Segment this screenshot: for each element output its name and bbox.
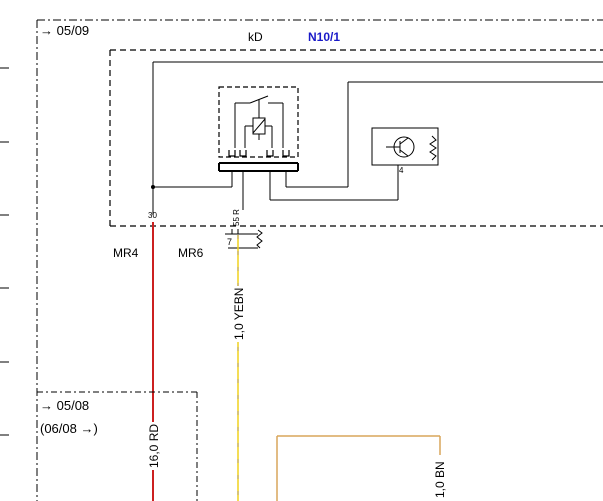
arrow-right-icon: → (80, 421, 94, 436)
module-label-id: N10/1 (308, 30, 341, 44)
lower-frame (37, 391, 198, 501)
transistor-box (371, 127, 439, 166)
outer-date-text: 05/09 (56, 23, 90, 38)
lower-date-range-close: ) (93, 421, 98, 436)
pin-7-label: 7 (227, 237, 233, 247)
lower-date-range: (06/08 →) (40, 421, 98, 436)
outer-frame (36, 19, 603, 501)
module-frame (109, 49, 603, 227)
lower-date-marker: → 05/08 (40, 398, 89, 413)
connector-mr4-label: MR4 (113, 246, 139, 260)
relay-internals (231, 95, 287, 200)
module-label-prefix: kD (248, 30, 263, 44)
lower-date-text: 05/08 (56, 398, 90, 413)
brown-wire-label: 1,0 BN (433, 459, 447, 500)
outer-date-marker: → 05/09 (40, 23, 89, 38)
brown-wire (276, 435, 441, 501)
lower-date-range-text: (06/08 (40, 421, 77, 436)
module-internal-wiring (152, 61, 603, 215)
connector-mr6-label: MR6 (178, 246, 204, 260)
relay-pins (228, 150, 290, 157)
arrow-right-icon: → (40, 23, 53, 38)
pin-connector (225, 229, 263, 249)
junction-dot (151, 185, 155, 189)
pin-4-label: 4 (399, 166, 404, 175)
red-wire-label: 16,0 RD (147, 421, 161, 470)
yellow-wire-label: 1,0 YEBN (232, 285, 246, 342)
pin-30-label: 30 (148, 211, 157, 220)
arrow-right-icon: → (40, 398, 53, 413)
left-edge-ticks (0, 67, 9, 436)
pin-55r-label: 55 R (232, 209, 241, 226)
